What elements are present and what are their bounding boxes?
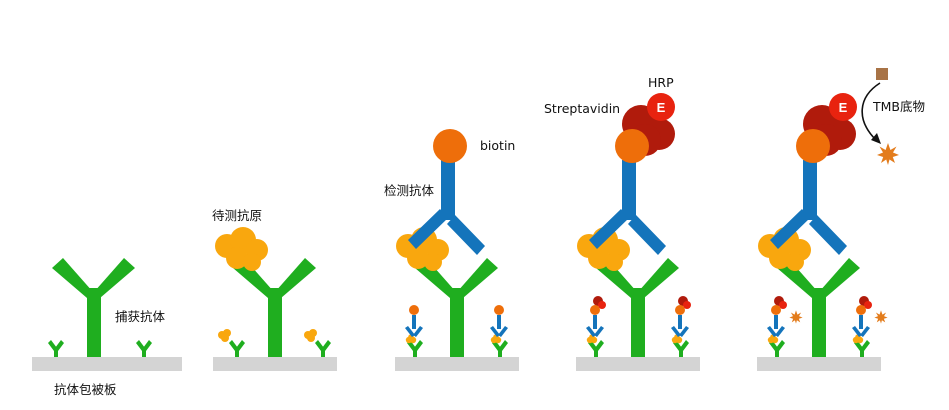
small-product-burst-5b — [874, 310, 888, 324]
reaction-arrowhead — [871, 133, 881, 144]
reaction-arrow — [861, 82, 881, 141]
streptavidin-label: Streptavidin — [544, 101, 621, 116]
small-antigen-complex-2b — [304, 329, 331, 357]
detection-antibody-5 — [770, 160, 847, 255]
small-antigen-complex-2a — [218, 329, 245, 357]
antigen-label: 待测抗原 — [212, 208, 263, 223]
small-product-burst-5a — [789, 310, 803, 324]
hrp-enzyme-4 — [647, 93, 675, 121]
enzyme-label-5: E — [839, 100, 848, 115]
tmb-substrate-label: TMB底物 — [873, 99, 925, 114]
small-detection-complex-3b — [490, 305, 508, 357]
tmb-product-burst — [877, 143, 899, 165]
capture-antibody-label: 捕获抗体 — [115, 309, 166, 324]
step-5 — [757, 68, 899, 371]
small-detection-complex-3a — [405, 305, 423, 357]
biotin-3 — [433, 129, 467, 163]
hrp-enzyme-5 — [829, 93, 857, 121]
biotin-label: biotin — [480, 138, 516, 153]
detection-antibody-3 — [408, 160, 485, 255]
capture-antibody-3 — [415, 258, 498, 357]
small-sa-complex-5a — [767, 296, 787, 357]
capture-antibody-4 — [596, 258, 679, 357]
plate-5 — [757, 357, 881, 371]
capture-antibody-5 — [777, 258, 860, 357]
hrp-label: HRP — [648, 75, 674, 90]
step-2 — [213, 227, 337, 371]
plate-2 — [213, 357, 337, 371]
small-sa-complex-5b — [852, 296, 872, 357]
plate-label: 抗体包被板 — [54, 382, 117, 397]
antigen-cluster-2 — [215, 227, 268, 271]
step-3 — [395, 129, 519, 371]
small-sa-complex-4b — [671, 296, 691, 357]
detection-antibody-label: 检测抗体 — [384, 183, 435, 198]
plate-3 — [395, 357, 519, 371]
small-capture-antibody-1b — [136, 340, 152, 357]
tmb-substrate-square — [876, 68, 888, 80]
biotin-5 — [796, 129, 830, 163]
small-sa-complex-4a — [586, 296, 606, 357]
step-1 — [32, 258, 182, 371]
capture-antibody-2 — [233, 258, 316, 357]
biotin-4 — [615, 129, 649, 163]
step-4 — [576, 93, 700, 371]
small-capture-antibody-1a — [48, 340, 64, 357]
enzyme-label-4: E — [657, 100, 666, 115]
detection-antibody-4 — [589, 160, 666, 255]
plate-4 — [576, 357, 700, 371]
capture-antibody-1 — [52, 258, 135, 357]
plate-1 — [32, 357, 182, 371]
